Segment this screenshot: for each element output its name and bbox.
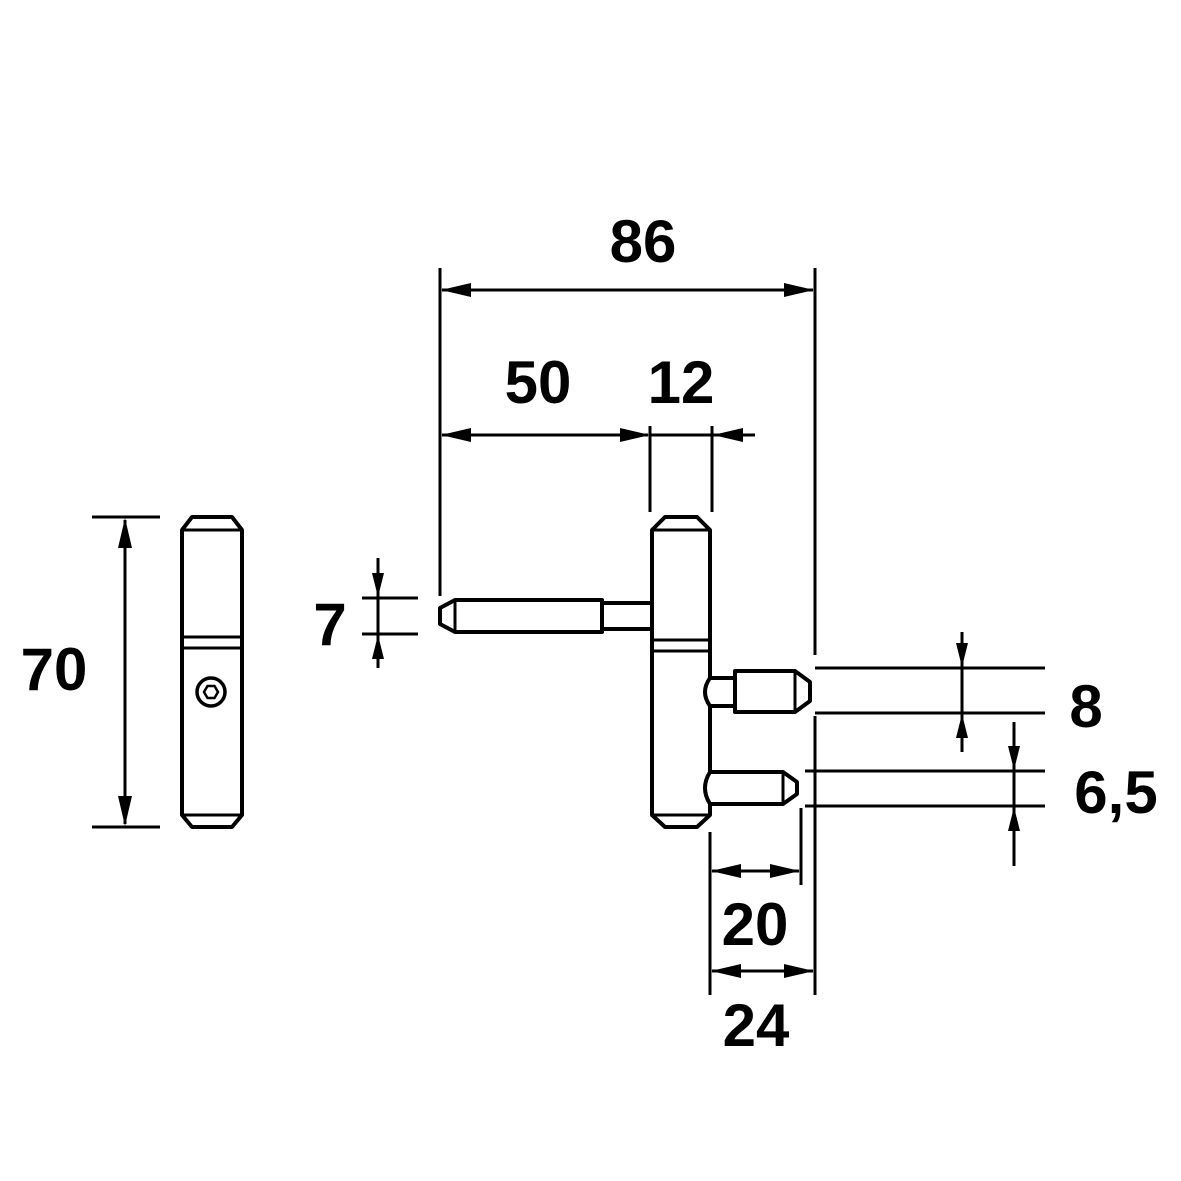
pin-length-arrow-left	[441, 428, 471, 442]
upper-diameter-arrow-bottom	[956, 714, 968, 738]
upper-pin-neck	[703, 676, 737, 708]
overall-width-label: 86	[610, 208, 677, 275]
long-pin-neck	[600, 601, 659, 631]
knuckle-width-label: 12	[648, 349, 715, 416]
upper-pin	[733, 669, 812, 714]
dimension-lower-pin-diameter: 6,5	[805, 722, 1158, 866]
height-label: 70	[21, 636, 88, 703]
lower-diameter-arrow-bottom	[1008, 807, 1020, 831]
pin-diameter-arrow-bottom	[372, 635, 384, 659]
pin-diameter-label: 7	[313, 591, 346, 658]
upper-length-arrow-left	[711, 964, 741, 978]
dimension-pin-length-chain: 50 12	[441, 349, 755, 512]
height-arrow-bottom	[118, 796, 132, 826]
dimension-overall-width: 86	[438, 208, 817, 655]
height-arrow-top	[118, 518, 132, 548]
dimension-pin-diameter: 7	[313, 558, 418, 668]
hinge-side-view	[180, 515, 244, 829]
upper-pin-diameter-label: 8	[1069, 673, 1102, 740]
lower-length-arrow-right	[770, 864, 800, 878]
knuckle-body	[650, 515, 712, 829]
lower-pin-length-label: 20	[722, 891, 789, 958]
lower-pin-diameter-label: 6,5	[1074, 759, 1157, 826]
lower-pin	[703, 770, 799, 806]
overall-arrow-right	[784, 283, 814, 297]
upper-length-arrow-right	[784, 964, 814, 978]
lower-length-arrow-left	[711, 864, 741, 878]
hex-socket-icon	[202, 684, 220, 700]
overall-arrow-left	[441, 283, 471, 297]
upper-pin-length-label: 24	[723, 992, 790, 1059]
long-pin-tip	[438, 598, 604, 634]
dimension-lower-pin-length: 20	[708, 808, 803, 995]
dimension-height: 70	[21, 515, 160, 829]
knuckle-arrow-right	[713, 428, 743, 442]
lower-diameter-arrow-top	[1008, 746, 1020, 770]
upper-diameter-arrow-top	[956, 643, 968, 667]
hinge-front-view	[438, 515, 812, 829]
dimension-upper-pin-length: 24	[711, 716, 817, 1059]
pin-diameter-arrow-top	[372, 573, 384, 597]
side-view-body	[180, 515, 244, 829]
pin-length-arrow-right	[620, 428, 650, 442]
pin-length-label: 50	[505, 349, 572, 416]
dimension-upper-pin-diameter: 8	[815, 632, 1103, 752]
hex-screw-icon	[195, 676, 227, 708]
